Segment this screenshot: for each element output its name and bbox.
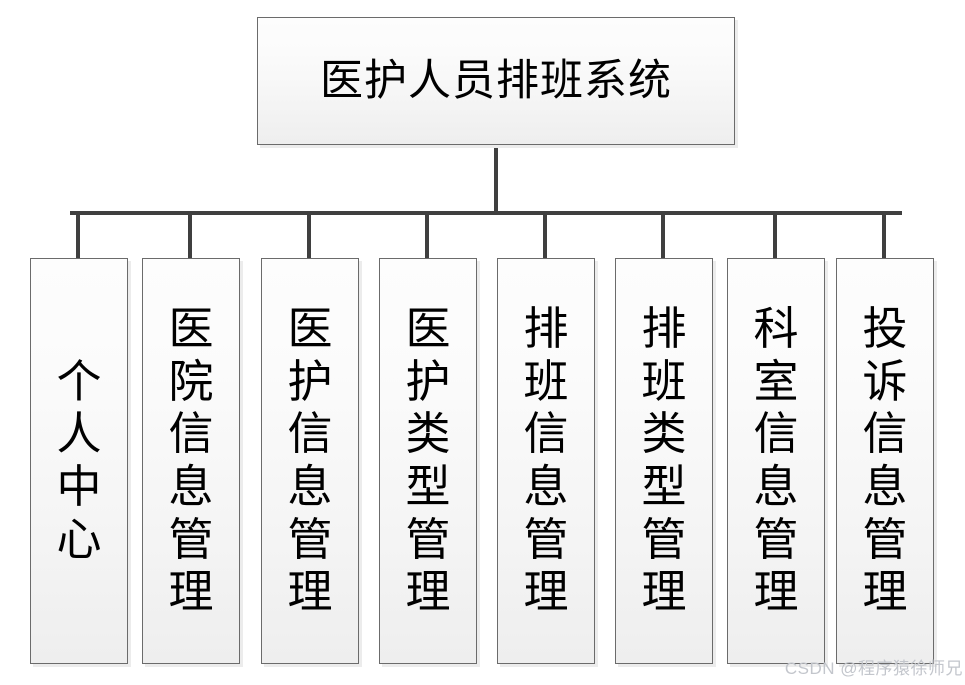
node-child-complaint-info-management[interactable]: 投诉信息管理 [836,258,934,664]
node-child-label: 投诉信息管理 [862,303,908,618]
node-child-label: 排班类型管理 [641,303,687,618]
node-child-hospital-info-management[interactable]: 医院信息管理 [142,258,240,664]
node-child-label: 科室信息管理 [753,303,799,618]
node-child-department-info-management[interactable]: 科室信息管理 [727,258,825,664]
node-root[interactable]: 医护人员排班系统 [257,17,735,145]
node-child-medical-staff-type-management[interactable]: 医护类型管理 [379,258,477,664]
node-child-label: 医院信息管理 [168,303,214,618]
node-child-label: 个人中心 [56,355,102,565]
node-root-label: 医护人员排班系统 [320,56,672,105]
node-child-medical-staff-info-management[interactable]: 医护信息管理 [261,258,359,664]
node-child-label: 排班信息管理 [523,303,569,618]
node-child-schedule-type-management[interactable]: 排班类型管理 [615,258,713,664]
node-child-schedule-info-management[interactable]: 排班信息管理 [497,258,595,664]
node-child-label: 医护类型管理 [405,303,451,618]
node-child-label: 医护信息管理 [287,303,333,618]
watermark-text: CSDN @程序猿徐师兄 [784,659,963,678]
node-child-personal-center[interactable]: 个人中心 [30,258,128,664]
